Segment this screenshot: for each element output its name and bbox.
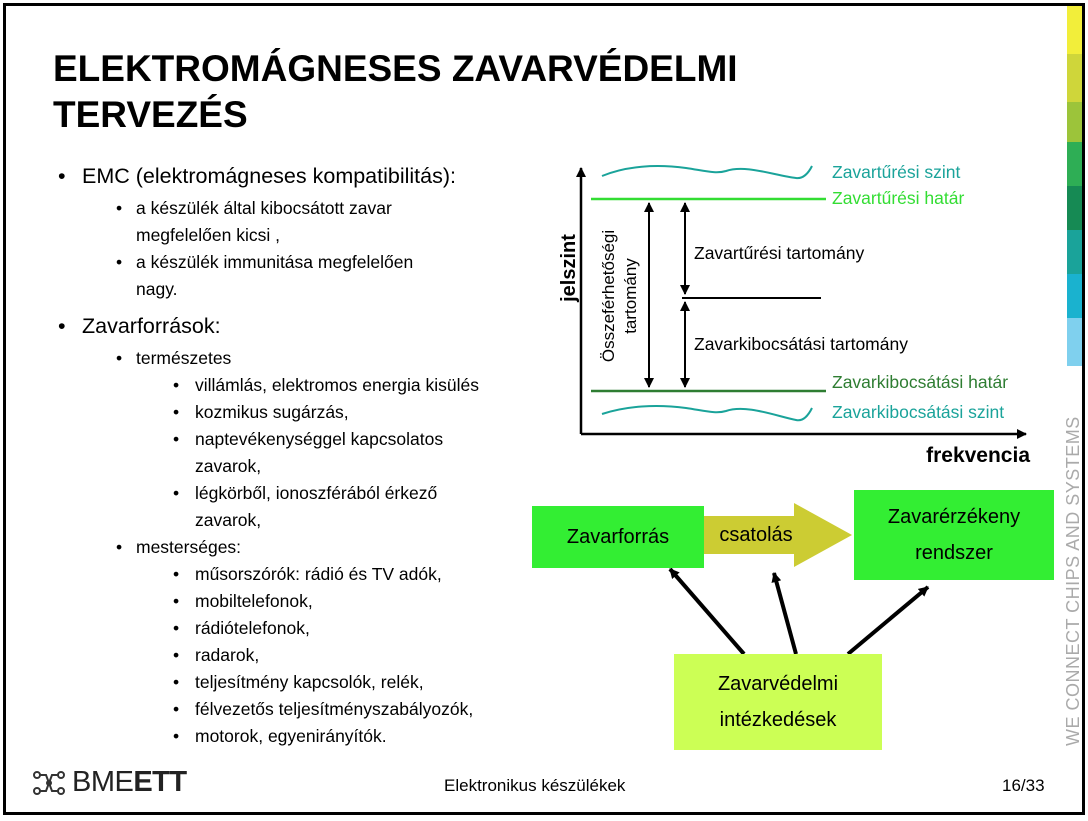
source-box: Zavarforrás xyxy=(532,506,704,568)
bullet-dot: • xyxy=(116,537,123,557)
bullet-item: zavarok, xyxy=(195,510,262,530)
emc-diagram: jelszint frekvencia Zavartűrési szint Za… xyxy=(558,162,1030,656)
bullet-item: légkörből, ionoszférából érkező xyxy=(195,483,438,503)
bullet-dot: • xyxy=(173,402,180,422)
y-axis-label: jelszint xyxy=(558,234,580,303)
title-line-1: ELEKTROMÁGNESES ZAVARVÉDELMI xyxy=(53,48,738,89)
coupling-arrow xyxy=(704,503,852,567)
measures-box: Zavarvédelmi intézkedések xyxy=(674,654,882,750)
bullet-item: naptevékenységgel kapcsolatos xyxy=(195,429,444,449)
bullet-item: motorok, egyenirányítók. xyxy=(195,726,387,746)
emission-level-label: Zavarkibocsátási szint xyxy=(832,402,1004,422)
bullet-item: teljesítmény kapcsolók, relék, xyxy=(195,672,424,692)
bullet-item: műsorszórók: rádió és TV adók, xyxy=(195,564,442,584)
bullet-item: villámlás, elektromos energia kisülés xyxy=(195,375,479,395)
bullet-dot: • xyxy=(173,699,180,719)
source-label: Zavarforrás xyxy=(566,526,670,548)
compat-range-label-1: Összeférhetőségi xyxy=(599,230,618,362)
emission-limit-label: Zavarkibocsátási határ xyxy=(832,372,1008,392)
compat-range-label-2: tartomány xyxy=(621,258,640,334)
measures-label-1: Zavarvédelmi xyxy=(717,673,839,695)
bullet-dot: • xyxy=(173,645,180,665)
immunity-level-label: Zavartűrési szint xyxy=(832,162,961,182)
immunity-level-curve xyxy=(601,165,813,180)
bullet-dot: • xyxy=(116,252,123,272)
bullet-item: megfelelően kicsi , xyxy=(136,225,280,245)
circuit-logo-icon xyxy=(33,770,65,795)
bullet-dot: • xyxy=(173,429,180,449)
title-line-2: TERVEZÉS xyxy=(53,94,248,135)
measures-label-2: intézkedések xyxy=(719,709,837,731)
logo-bme: BME xyxy=(72,766,134,798)
bullet-item: zavarok, xyxy=(195,456,262,476)
bmeett-logo: BMEETT xyxy=(32,766,187,799)
slide: WE CONNECT CHIPS AND SYSTEMS ELEKTROMÁGN… xyxy=(3,3,1085,815)
page-title: ELEKTROMÁGNESES ZAVARVÉDELMI TERVEZÉS xyxy=(53,46,1003,138)
coupling-label: csatolás xyxy=(719,524,793,546)
immunity-range-label: Zavartűrési tartomány xyxy=(694,243,864,263)
color-stripes xyxy=(1067,6,1082,366)
victim-label-2: rendszer xyxy=(915,542,993,564)
coupling-label-box: csatolás xyxy=(711,518,801,552)
bullet-dot: • xyxy=(58,164,66,188)
bullet-item: kozmikus sugárzás, xyxy=(195,402,349,422)
bullet-dot: • xyxy=(173,672,180,692)
emission-range-label: Zavarkibocsátási tartomány xyxy=(694,334,908,354)
bullet-item: EMC (elektromágneses kompatibilitás): xyxy=(82,164,456,188)
measure-arrow-source xyxy=(668,567,746,656)
bullet-item: mobiltelefonok, xyxy=(195,591,313,611)
bullet-item: félvezetős teljesítményszabályozók, xyxy=(195,699,474,719)
logo-ett: ETT xyxy=(133,766,187,798)
page-number: 16/33 xyxy=(1002,776,1045,795)
bullet-dot: • xyxy=(173,726,180,746)
bullet-item: mesterséges: xyxy=(136,537,242,557)
bullet-item: rádiótelefonok, xyxy=(195,618,310,638)
bullet-item: természetes xyxy=(136,348,232,368)
bullet-dot: • xyxy=(58,314,66,338)
bullet-dot: • xyxy=(173,564,180,584)
measure-arrow-coupling xyxy=(771,572,798,655)
bullet-item: Zavarforrások: xyxy=(82,314,221,338)
bullet-item: radarok, xyxy=(195,645,260,665)
x-axis-label: frekvencia xyxy=(926,444,1030,467)
bullet-item: a készülék által kibocsátott zavar xyxy=(136,198,392,218)
bullet-dot: • xyxy=(173,483,180,503)
immunity-limit-label: Zavartűrési határ xyxy=(832,188,964,208)
bullet-item: nagy. xyxy=(136,279,178,299)
victim-label-1: Zavarérzékeny xyxy=(887,506,1021,528)
bullet-dot: • xyxy=(173,618,180,638)
bullet-dot: • xyxy=(116,198,123,218)
measure-arrow-victim xyxy=(846,585,930,656)
bullet-dot: • xyxy=(173,591,180,611)
logo-text: BMEETT xyxy=(72,766,187,799)
victim-box: Zavarérzékeny rendszer xyxy=(854,490,1054,580)
course-name: Elektronikus készülékek xyxy=(444,776,626,795)
bullet-item: a készülék immunitása megfelelően xyxy=(136,252,414,272)
emission-level-curve xyxy=(601,405,813,422)
bullet-dot: • xyxy=(116,348,123,368)
bullet-dot: • xyxy=(173,375,180,395)
